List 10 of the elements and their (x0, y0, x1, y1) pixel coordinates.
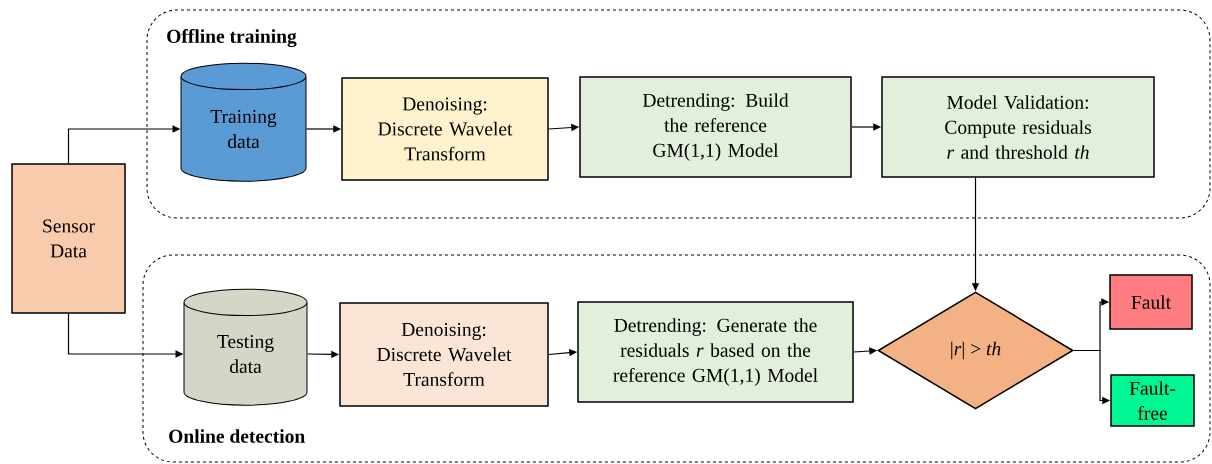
process-box: Model Validation: Compute residuals r and threshold th (881, 76, 1155, 178)
result-box: Fault (1109, 274, 1193, 330)
process-box: Denoising: Discrete Wavelet Transform (341, 77, 549, 181)
process-box: Detrending: Generate the residuals r based on the reference GM(1,1) Model (577, 301, 854, 403)
result-box: Fault-free (1110, 374, 1195, 427)
input-box: Sensor Data (11, 163, 126, 314)
database-cylinder: Training data (180, 62, 307, 182)
database-cylinder: Testing data (183, 288, 308, 406)
process-box: Detrending: Build the reference GM(1,1) Model (579, 76, 852, 178)
process-box: Denoising: Discrete Wavelet Transform (339, 302, 549, 407)
